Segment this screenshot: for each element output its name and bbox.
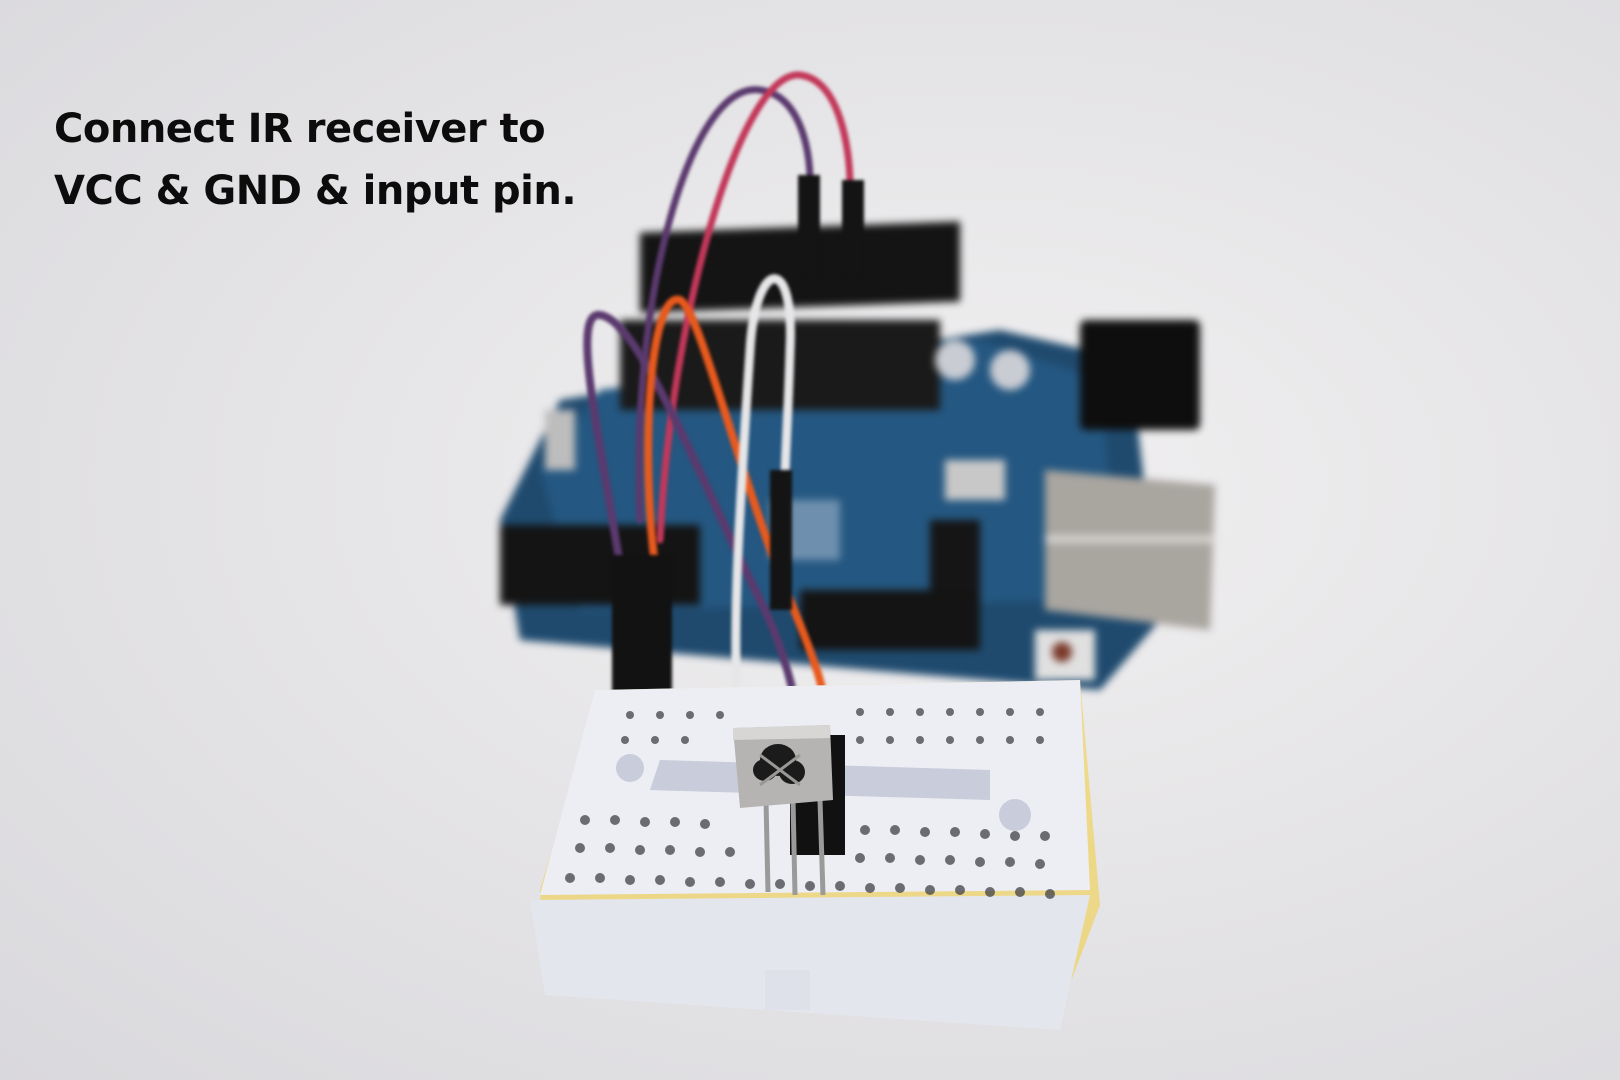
orange-wire [644,295,833,744]
mini-breadboard [530,680,1100,1030]
ir-receiver [733,725,845,896]
caption-line-2: VCC & GND & input pin. [54,168,577,214]
arduino-board [500,221,1215,690]
jumper-connector [612,555,672,700]
usb-port [1045,470,1215,630]
white-wire [731,274,795,735]
jumper-wires-front [583,274,833,744]
caption-line-1: Connect IR receiver to [54,106,546,152]
instruction-caption: Connect IR receiver to VCC & GND & input… [54,98,577,222]
reset-button [1052,642,1072,662]
dc-jack [1080,320,1200,430]
